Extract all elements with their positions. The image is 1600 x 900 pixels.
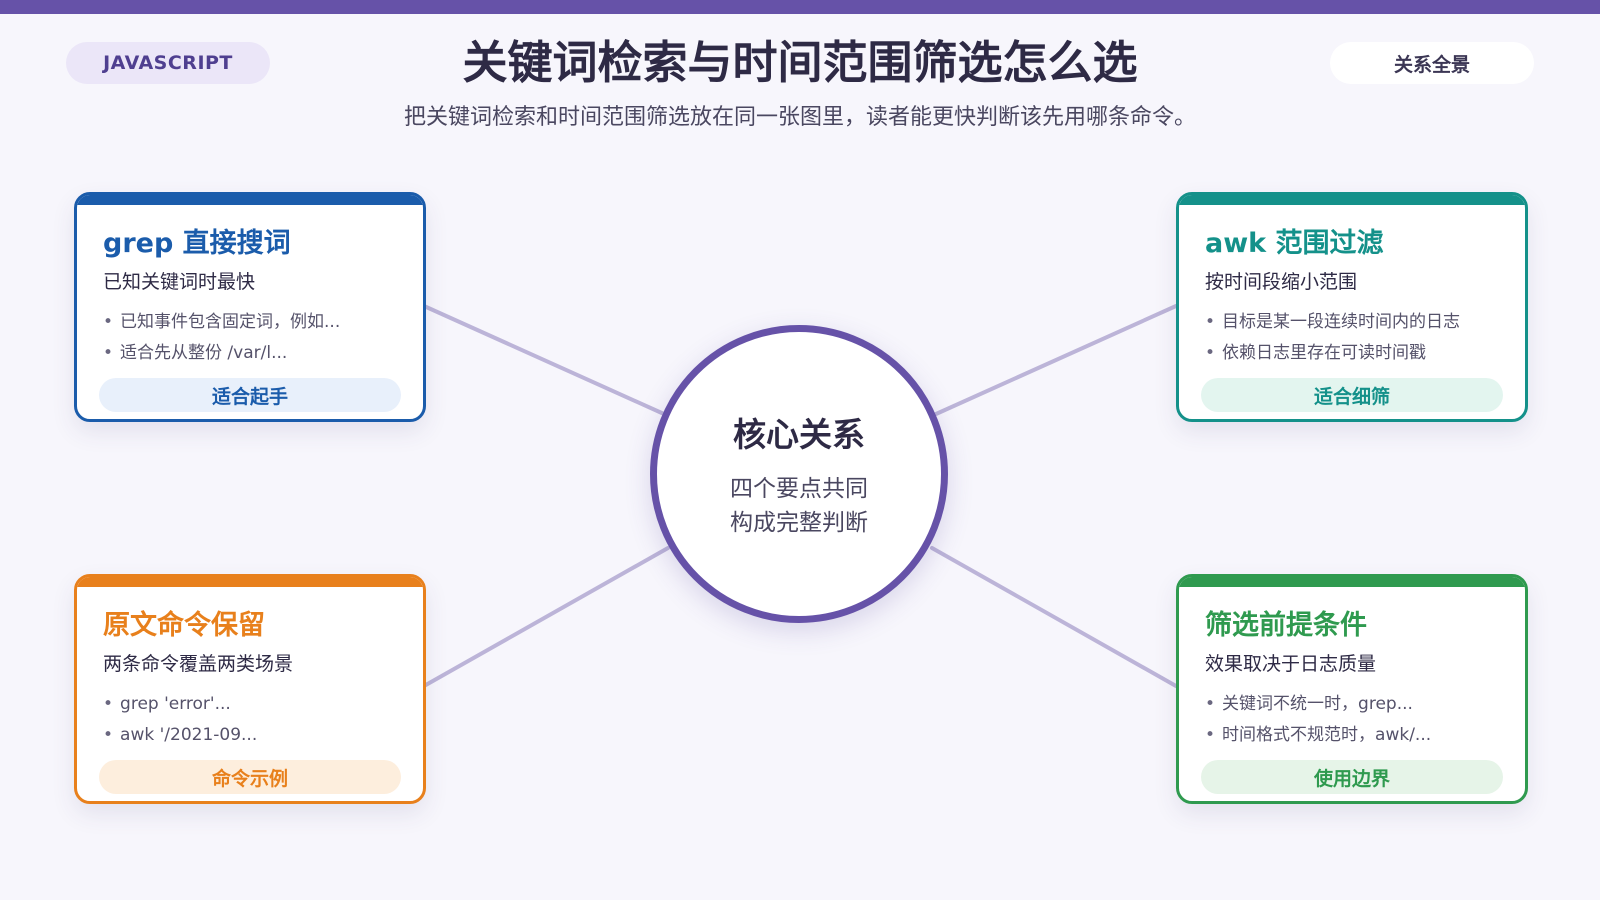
- card-bullet-list: grep 'error'... awk '/2021-09...: [103, 689, 257, 751]
- card-subtitle: 按时间段缩小范围: [1205, 271, 1358, 293]
- card-bullet: 目标是某一段连续时间内的日志: [1205, 307, 1460, 338]
- card-title: 原文命令保留: [103, 610, 265, 641]
- connector-top-left: [422, 304, 666, 416]
- core-relation-node: 核心关系 四个要点共同 构成完整判断: [650, 325, 948, 623]
- card-filter-prerequisites: 筛选前提条件 效果取决于日志质量 关键词不统一时，grep... 时间格式不规范…: [1176, 574, 1528, 804]
- card-bullet: 关键词不统一时，grep...: [1205, 689, 1431, 720]
- card-accent-bar: [1179, 577, 1525, 587]
- top-accent-bar: [0, 0, 1600, 14]
- card-subtitle: 已知关键词时最快: [103, 271, 256, 293]
- connector-bottom-right: [930, 546, 1178, 688]
- card-accent-bar: [77, 195, 423, 205]
- card-bullet-list: 关键词不统一时，grep... 时间格式不规范时，awk/...: [1205, 689, 1431, 751]
- core-relation-title: 核心关系: [733, 415, 865, 454]
- card-original-commands: 原文命令保留 两条命令覆盖两类场景 grep 'error'... awk '/…: [74, 574, 426, 804]
- card-badge: 使用边界: [1201, 760, 1503, 794]
- card-bullet: 依赖日志里存在可读时间戳: [1205, 338, 1460, 369]
- card-awk-range: awk 范围过滤 按时间段缩小范围 目标是某一段连续时间内的日志 依赖日志里存在…: [1176, 192, 1528, 422]
- page-subtitle: 把关键词检索和时间范围筛选放在同一张图里，读者能更快判断该先用哪条命令。: [403, 105, 1196, 130]
- card-bullet-list: 目标是某一段连续时间内的日志 依赖日志里存在可读时间戳: [1205, 307, 1460, 369]
- topic-tag: JAVASCRIPT: [66, 42, 270, 84]
- card-badge: 适合细筛: [1201, 378, 1503, 412]
- card-bullet: 已知事件包含固定词，例如...: [103, 307, 340, 338]
- card-subtitle: 两条命令覆盖两类场景: [103, 653, 294, 675]
- page-title: 关键词检索与时间范围筛选怎么选: [462, 36, 1138, 89]
- card-grep-search: grep 直接搜词 已知关键词时最快 已知事件包含固定词，例如... 适合先从整…: [74, 192, 426, 422]
- card-title: 筛选前提条件: [1205, 610, 1367, 641]
- card-bullet: 适合先从整份 /var/l...: [103, 338, 340, 369]
- core-relation-line-2: 构成完整判断: [730, 510, 868, 536]
- card-accent-bar: [77, 577, 423, 587]
- core-relation-line-1: 四个要点共同: [730, 476, 868, 502]
- card-bullet: grep 'error'...: [103, 689, 257, 720]
- card-bullet-list: 已知事件包含固定词，例如... 适合先从整份 /var/l...: [103, 307, 340, 369]
- connector-bottom-left: [422, 546, 670, 688]
- card-title: awk 范围过滤: [1205, 228, 1384, 259]
- card-subtitle: 效果取决于日志质量: [1205, 653, 1377, 675]
- card-accent-bar: [1179, 195, 1525, 205]
- card-bullet: 时间格式不规范时，awk/...: [1205, 720, 1431, 751]
- overview-button[interactable]: 关系全景: [1330, 42, 1534, 84]
- connector-top-right: [934, 304, 1178, 416]
- card-bullet: awk '/2021-09...: [103, 720, 257, 751]
- card-badge: 命令示例: [99, 760, 401, 794]
- card-title: grep 直接搜词: [103, 228, 291, 259]
- card-badge: 适合起手: [99, 378, 401, 412]
